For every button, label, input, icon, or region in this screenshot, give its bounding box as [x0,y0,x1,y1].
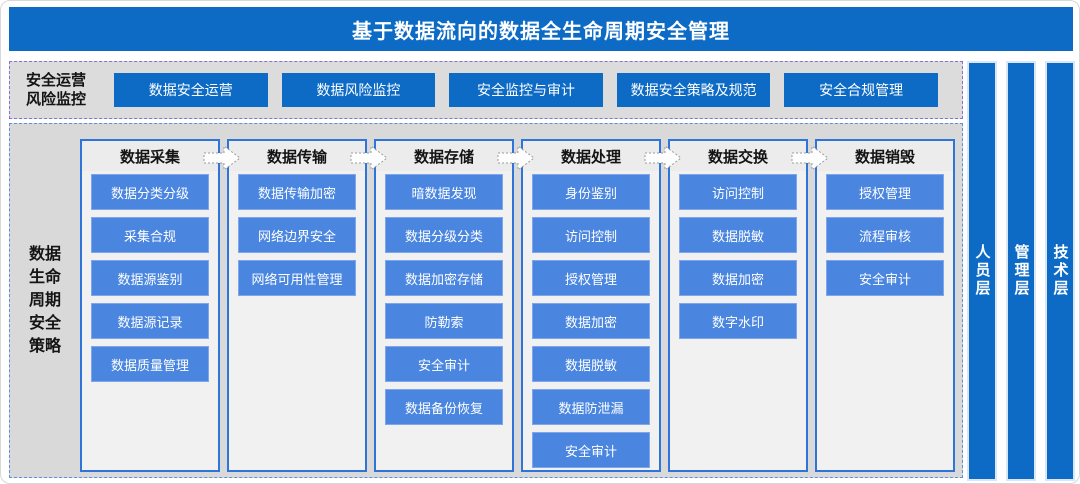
ops-button-policy-spec: 数据安全策略及规范 [616,73,771,107]
layer-bar-label: 技术层 [1051,244,1069,298]
capability-item: 访问控制 [532,217,650,253]
stage-column-exchange: 数据交换 访问控制 数据脱敏 数据加密 数字水印 [668,139,829,472]
stage-header-processing: 数据处理 [523,141,659,171]
capability-item: 数据防泄漏 [532,389,650,425]
lifecycle-label-line: 策略 [28,338,61,355]
capability-item: 数据备份恢复 [385,389,503,425]
stage-items: 访问控制 数据脱敏 数据加密 数字水印 [670,171,806,342]
capability-item: 防勒索 [385,303,503,339]
ops-button-data-security-ops: 数据安全运营 [114,73,268,107]
ops-button-group: 数据安全运营 数据风险监控 安全监控与审计 数据安全策略及规范 安全合规管理 [114,73,962,107]
stage-columns: 数据采集 数据分类分级 采集合规 数据源鉴别 数据源记录 数据质量管理 数据传输… [80,139,955,472]
layer-bar-technology: 技术层 [1045,61,1075,481]
lifecycle-label-line: 安全 [28,315,61,332]
page-title: 基于数据流向的数据全生命周期安全管理 [352,20,730,43]
stage-header-transmission: 数据传输 [229,141,365,171]
capability-item: 流程审核 [826,217,944,253]
capability-item: 数据脱敏 [679,217,797,253]
ops-row-label-line2: 风险监控 [26,91,87,108]
stage-column-transmission: 数据传输 数据传输加密 网络边界安全 网络可用性管理 [227,139,388,472]
flow-arrow-icon [350,145,388,171]
capability-item: 安全审计 [826,260,944,296]
ops-row-label-line1: 安全运营 [26,71,87,89]
ops-button-monitor-audit: 安全监控与审计 [449,73,603,107]
stage-items: 数据传输加密 网络边界安全 网络可用性管理 [229,171,365,299]
capability-item: 数据传输加密 [238,174,356,210]
capability-item: 网络边界安全 [238,217,356,253]
capability-item: 数据源鉴别 [91,260,209,296]
stage-items: 数据分类分级 采集合规 数据源鉴别 数据源记录 数据质量管理 [82,171,218,385]
stage-column-collection: 数据采集 数据分类分级 采集合规 数据源鉴别 数据源记录 数据质量管理 [80,139,241,472]
capability-item: 数据加密 [679,260,797,296]
capability-item: 暗数据发现 [385,174,503,210]
layer-bar-management: 管理层 [1006,61,1036,481]
security-operations-row: 安全运营 风险监控 数据安全运营 数据风险监控 安全监控与审计 数据安全策略及规… [9,61,963,119]
flow-arrow-icon [497,145,535,171]
layer-bar-label: 管理层 [1012,244,1030,298]
lifecycle-label-line: 生命 [28,269,61,286]
lifecycle-label-line: 数据 [28,246,61,263]
capability-item: 安全审计 [385,346,503,382]
capability-item: 授权管理 [532,260,650,296]
flow-arrow-icon [791,145,829,171]
capability-item: 身份鉴别 [532,174,650,210]
lifecycle-label-line: 周期 [28,292,61,309]
layer-bar-label: 人员层 [973,244,991,298]
capability-item: 数据脱敏 [532,346,650,382]
layer-bar-personnel: 人员层 [967,61,997,481]
flow-arrow-icon [203,145,241,171]
capability-item: 安全审计 [532,432,650,468]
stage-column-processing: 数据处理 身份鉴别 访问控制 授权管理 数据加密 数据脱敏 数据防泄漏 安全审计 [521,139,682,472]
capability-item: 数据分级分类 [385,217,503,253]
stage-header-collection: 数据采集 [82,141,218,171]
capability-item: 授权管理 [826,174,944,210]
capability-item: 数据质量管理 [91,346,209,382]
capability-item: 网络可用性管理 [238,260,356,296]
ops-button-compliance: 安全合规管理 [784,73,938,107]
stage-items: 授权管理 流程审核 安全审计 [817,171,953,299]
capability-item: 访问控制 [679,174,797,210]
capability-item: 数据分类分级 [91,174,209,210]
stage-header-destruction: 数据销毁 [817,141,953,171]
lifecycle-panel: 数据 生命 周期 安全 策略 数据采集 数据分类分级 采集合规 数据源鉴别 数据… [9,123,963,478]
stage-column-storage: 数据存储 暗数据发现 数据分级分类 数据加密存储 防勒索 安全审计 数据备份恢复 [374,139,535,472]
lifecycle-panel-label: 数据 生命 周期 安全 策略 [10,124,80,477]
capability-item: 数据源记录 [91,303,209,339]
stage-column-destruction: 数据销毁 授权管理 流程审核 安全审计 [815,139,955,472]
stage-items: 暗数据发现 数据分级分类 数据加密存储 防勒索 安全审计 数据备份恢复 [376,171,512,428]
title-banner: 基于数据流向的数据全生命周期安全管理 [9,7,1073,51]
ops-row-label: 安全运营 风险监控 [10,71,114,110]
capability-item: 数字水印 [679,303,797,339]
capability-item: 数据加密 [532,303,650,339]
ops-button-risk-monitoring: 数据风险监控 [281,73,436,107]
stage-items: 身份鉴别 访问控制 授权管理 数据加密 数据脱敏 数据防泄漏 安全审计 [523,171,659,471]
stage-header-storage: 数据存储 [376,141,512,171]
capability-item: 采集合规 [91,217,209,253]
capability-item: 数据加密存储 [385,260,503,296]
flow-arrow-icon [644,145,682,171]
stage-header-exchange: 数据交换 [670,141,806,171]
